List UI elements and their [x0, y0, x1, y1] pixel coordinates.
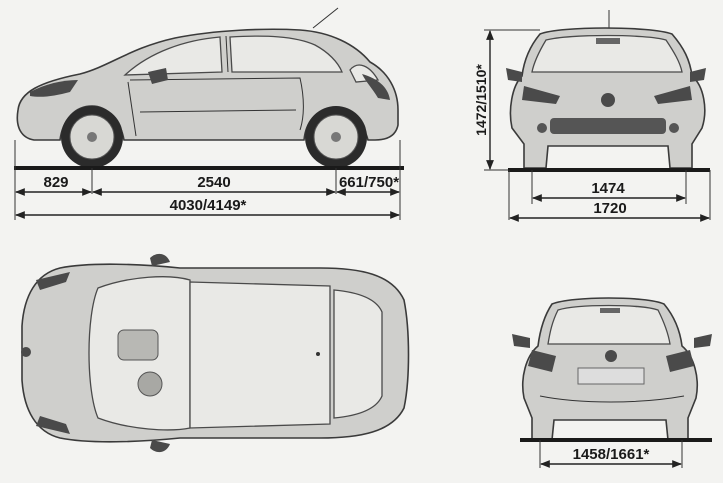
rear-track-label: 1458/1661*: [573, 446, 650, 463]
front-view-car-illustration: [506, 10, 706, 169]
top-view: [21, 253, 410, 453]
rear-overhang-label: 661/750*: [339, 174, 399, 191]
top-view-car-illustration: [21, 253, 410, 453]
rear-view: 1458/1661*: [512, 297, 712, 468]
height-label: 1472/1510*: [473, 64, 489, 136]
rear-view-car-illustration: [512, 297, 712, 441]
side-view: 829 2540 661/750* 4030/4149*: [14, 7, 404, 220]
front-view: 1472/1510* 1474 1720: [473, 10, 711, 222]
overall-length-label: 4030/4149*: [170, 197, 247, 214]
overall-width-label: 1720: [593, 200, 626, 217]
front-track-label: 1474: [591, 180, 625, 197]
wheelbase-label: 2540: [197, 174, 230, 191]
side-view-car-illustration: [16, 7, 399, 168]
front-overhang-label: 829: [43, 174, 68, 191]
